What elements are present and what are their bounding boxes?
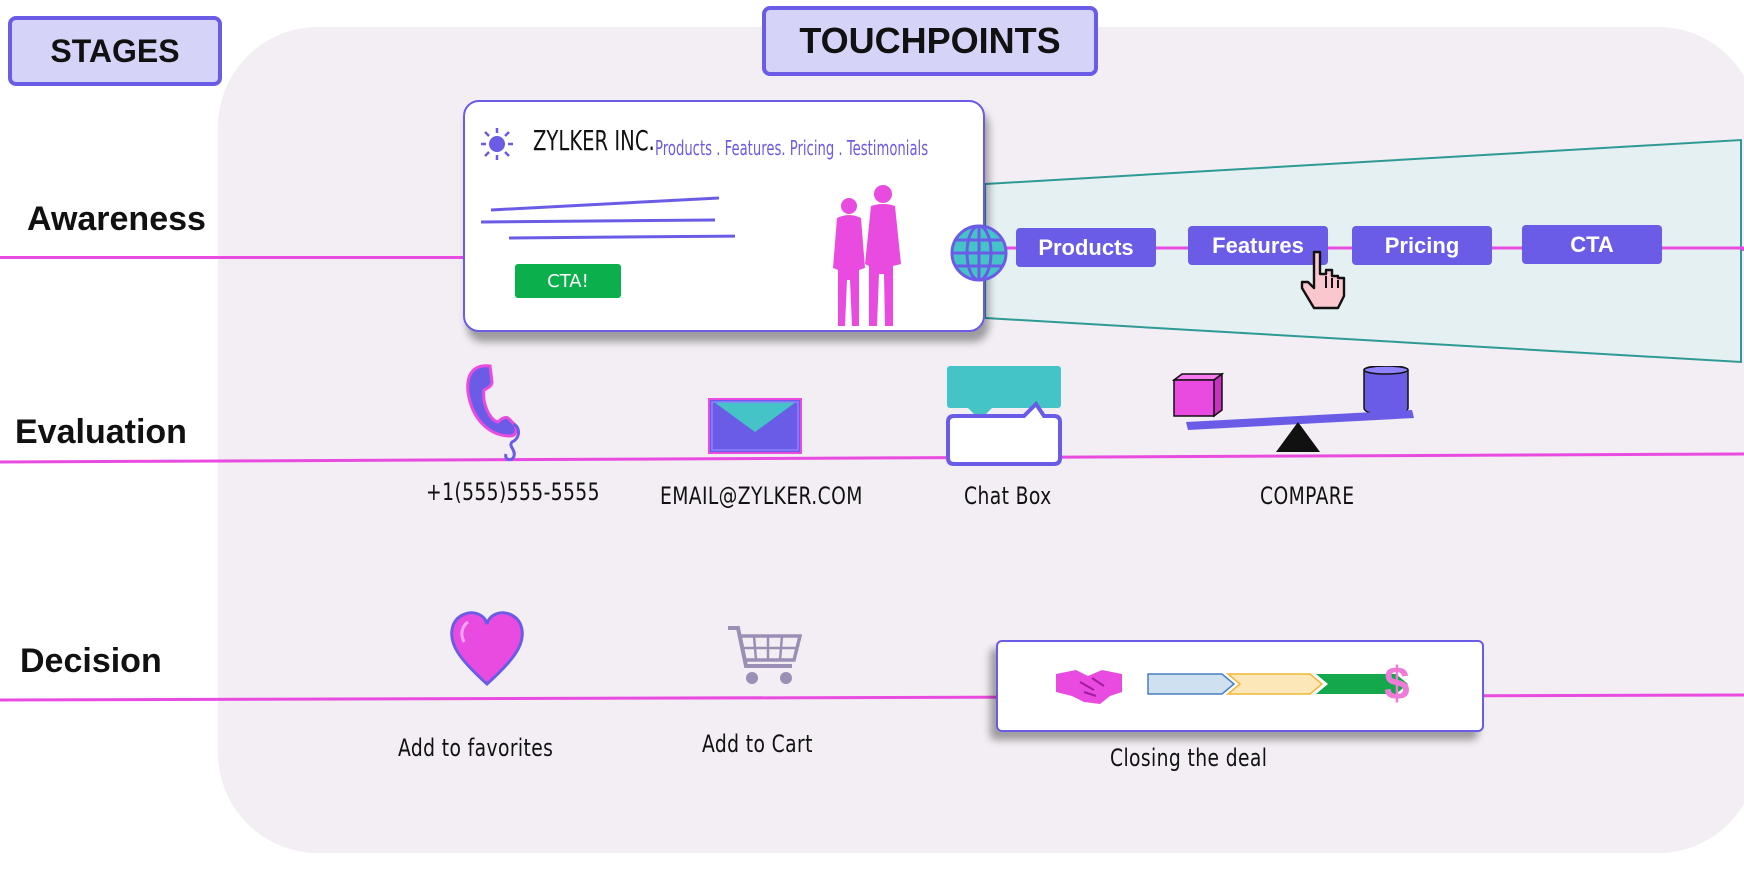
evaluation-line <box>0 452 1744 464</box>
sun-icon <box>481 128 513 160</box>
cta-button[interactable]: CTA! <box>515 264 621 298</box>
funnel-pricing-button[interactable]: Pricing <box>1352 226 1492 265</box>
stage-decision: Decision <box>20 642 162 680</box>
phone-label: +1(555)555-5555 <box>426 478 600 506</box>
cart-icon <box>728 626 802 684</box>
website-nav[interactable]: Products . Features. Pricing . Testimoni… <box>655 136 929 160</box>
closing-deal-card: $ <box>996 640 1484 732</box>
chat-bubbles-icon <box>946 366 1062 466</box>
hand-cursor-icon <box>1300 250 1346 310</box>
funnel-products-button[interactable]: Products <box>1016 228 1156 267</box>
text-placeholder-lines <box>480 196 735 240</box>
scale-icon <box>1172 366 1414 452</box>
compare-label: COMPARE <box>1260 482 1355 510</box>
email-label: EMAIL@ZYLKER.COM <box>660 482 863 510</box>
brand-name: ZYLKER INC. <box>533 124 655 157</box>
progress-arrows <box>1147 673 1408 695</box>
touchpoints-header: TOUCHPOINTS <box>762 6 1098 76</box>
cart-label[interactable]: Add to Cart <box>702 730 813 758</box>
chat-label: Chat Box <box>964 482 1052 510</box>
stage-evaluation: Evaluation <box>15 413 187 451</box>
funnel-cta-button[interactable]: CTA <box>1522 225 1662 264</box>
globe-icon <box>950 224 1008 282</box>
awareness-line <box>0 256 470 259</box>
funnel-features-button[interactable]: Features <box>1188 226 1328 265</box>
dollar-icon: $ <box>1384 657 1410 709</box>
website-mockup: ZYLKER INC. Products . Features. Pricing… <box>463 100 985 332</box>
closing-label: Closing the deal <box>1110 744 1268 772</box>
stages-header: STAGES <box>8 16 222 86</box>
stage-awareness: Awareness <box>27 200 206 238</box>
favorites-label[interactable]: Add to favorites <box>398 734 554 762</box>
handshake-icon <box>1056 670 1122 704</box>
business-people-icon <box>833 185 901 326</box>
phone-icon <box>466 364 520 462</box>
envelope-icon <box>708 398 802 454</box>
heart-icon <box>450 611 524 687</box>
